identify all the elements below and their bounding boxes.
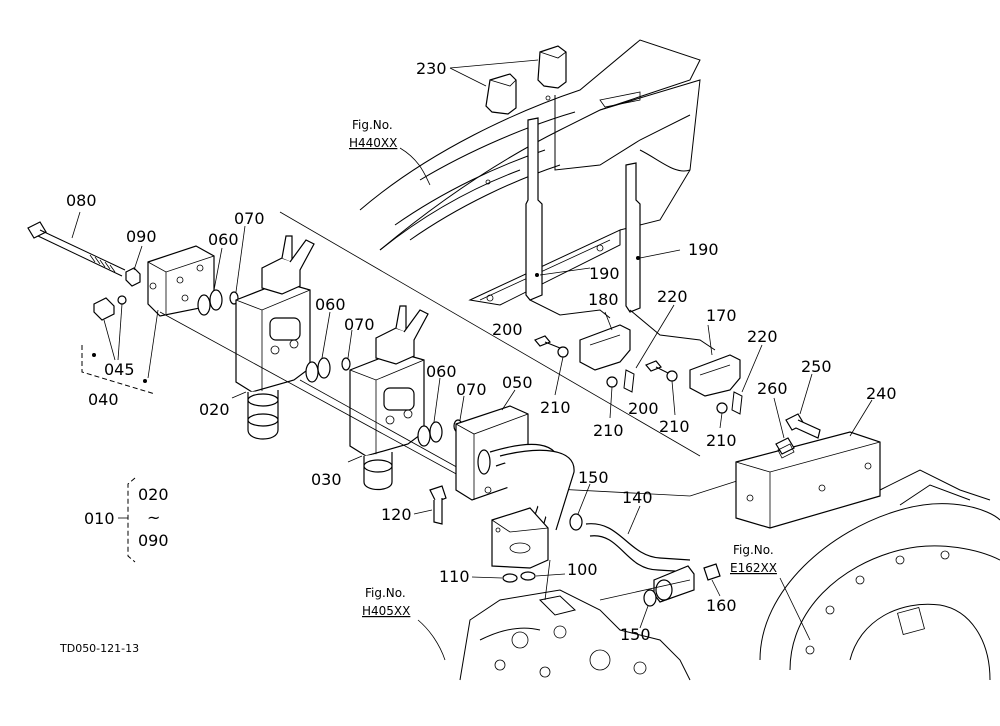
- orings-set2: [305, 311, 353, 383]
- callout-120: 120: [381, 505, 412, 524]
- kit-040-bracket: [81, 345, 156, 395]
- tie-bolt-080: [27, 211, 126, 277]
- pipes: [489, 443, 575, 531]
- callout-090: 090: [126, 227, 157, 246]
- bolt-120: [413, 485, 447, 525]
- fig-h440-line2: H440XX: [349, 136, 397, 150]
- callout-060a: 060: [208, 230, 239, 249]
- callout-070c: 070: [456, 380, 487, 399]
- callout-190b: 190: [688, 240, 719, 259]
- callout-210d: 210: [706, 431, 737, 450]
- callout-260: 260: [757, 379, 788, 398]
- fig-h405-line1: Fig.No.: [365, 586, 406, 600]
- fig-e162-line1: Fig.No.: [733, 543, 774, 557]
- assembly-legend: [118, 477, 136, 563]
- callout-210c: 210: [659, 417, 690, 436]
- fig-e162-line2: E162XX: [730, 561, 777, 575]
- drawing-code: TD050-121-13: [59, 642, 139, 655]
- assembly-range-tilde: ~: [147, 508, 160, 527]
- pump-housing: [459, 559, 691, 681]
- callout-070b: 070: [344, 315, 375, 334]
- callout-150b: 150: [620, 625, 651, 644]
- callout-160: 160: [706, 596, 737, 615]
- bracket-170: [689, 324, 741, 397]
- callout-045: 045: [104, 360, 135, 379]
- pins-220: [623, 304, 763, 415]
- callout-100: 100: [567, 560, 598, 579]
- callout-060b: 060: [315, 295, 346, 314]
- callout-200a: 200: [492, 320, 523, 339]
- bolts-250-260: [773, 373, 821, 459]
- callout-210a: 210: [540, 398, 571, 417]
- hose-140: [585, 505, 691, 573]
- callout-030: 030: [311, 470, 342, 489]
- callout-210b: 210: [593, 421, 624, 440]
- fig-h405-line2: H405XX: [362, 604, 410, 618]
- orings-110-100: [471, 571, 566, 583]
- bracket-180: [579, 311, 631, 371]
- lever-rods: [525, 117, 716, 351]
- callout-050: 050: [502, 373, 533, 392]
- valve-section-020: [231, 235, 315, 440]
- lever-knobs: [449, 45, 567, 115]
- fender-assembly: [359, 39, 701, 306]
- valve-section-030: [347, 305, 429, 491]
- callout-070a: 070: [234, 209, 265, 228]
- h440-leader: [399, 147, 431, 186]
- callout-180: 180: [588, 290, 619, 309]
- callout-020: 020: [199, 400, 230, 419]
- oring-150-upper: [569, 483, 591, 531]
- assembly-to-code: 090: [138, 531, 169, 550]
- callout-080: 080: [66, 191, 97, 210]
- callout-230: 230: [416, 59, 447, 78]
- callout-220a: 220: [657, 287, 688, 306]
- callout-240: 240: [866, 384, 897, 403]
- oring-150-lower: [639, 589, 657, 629]
- callout-110: 110: [439, 567, 470, 586]
- fitting-160: [653, 563, 721, 603]
- callout-200b: 200: [628, 399, 659, 418]
- callout-170: 170: [706, 306, 737, 325]
- plug-045: [93, 295, 127, 361]
- bracket-240: [735, 399, 881, 529]
- callout-140: 140: [622, 488, 653, 507]
- assembly-from-code: 020: [138, 485, 169, 504]
- callout-190a: 190: [589, 264, 620, 283]
- flange-block: [491, 507, 549, 569]
- callout-250: 250: [801, 357, 832, 376]
- transmission-case: [759, 469, 1000, 681]
- callout-150a: 150: [578, 468, 609, 487]
- fasteners-200-210: [534, 335, 728, 429]
- fig-h440-line1: Fig.No.: [352, 118, 393, 132]
- callout-060c: 060: [426, 362, 457, 381]
- callout-220b: 220: [747, 327, 778, 346]
- assembly-main-code: 010: [84, 509, 115, 528]
- h405-leader: [417, 619, 446, 661]
- nut-090: [125, 245, 143, 287]
- callout-040: 040: [88, 390, 119, 409]
